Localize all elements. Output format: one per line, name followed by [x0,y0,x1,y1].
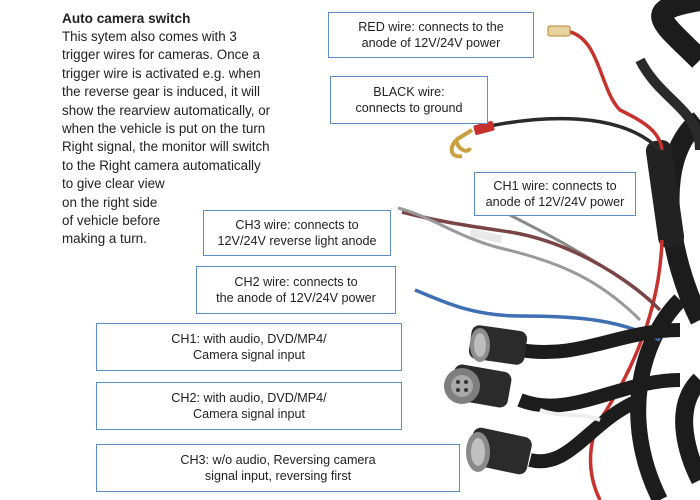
red-wire-terminal [547,25,571,37]
fork-terminal [449,128,474,159]
ch1-connector [468,325,528,365]
ch1-wire-callout: CH1 wire: connects to anode of 12V/24V p… [474,172,636,216]
main-cable [635,57,700,151]
red-wire-callout: RED wire: connects to the anode of 12V/2… [328,12,534,58]
ch3-wire-sleeve [469,228,503,244]
ch1-input-callout: CH1: with audio, DVD/MP4/ Camera signal … [96,323,402,371]
black-wire-callout: BLACK wire: connects to ground [330,76,488,124]
intro-line: of vehicle before [62,213,161,229]
main-cable [651,0,700,68]
intro-line: trigger wires for cameras. Once a [62,47,260,63]
red-wire [588,239,664,500]
fork-terminal-sleeve [473,121,495,135]
ch2-wire-callout: CH2 wire: connects to the anode of 12V/2… [196,266,396,314]
intro-text: Auto camera switch This sytem also comes… [62,10,312,249]
connector-cable [528,393,643,469]
intro-line: making a turn. [62,231,147,247]
intro-line: Right signal, the monitor will switch [62,139,270,155]
intro-line: on the right side [62,194,158,210]
main-cable [675,373,700,485]
red-wire [569,30,664,151]
fuse-holder [645,140,685,248]
ch3-wire [401,210,662,312]
ch2-input-callout: CH2: with audio, DVD/MP4/ Camera signal … [96,382,402,430]
ch3-connector [466,427,532,475]
ch3-input-callout: CH3: w/o audio, Reversing camera signal … [96,444,460,492]
intro-line: to give clear view [62,176,165,192]
intro-title: Auto camera switch [62,11,191,26]
black-wire [479,116,662,152]
ch3-wire [397,206,642,322]
connector-cable [518,323,681,360]
ch2-wire [414,288,661,342]
intro-line: trigger wire is activated e.g. when [62,65,261,81]
ch2-connector [444,364,512,408]
intro-line: when the vehicle is put on the turn [62,121,266,137]
intro-line: to the Right camera automatically [62,157,261,173]
connector-cable [517,373,681,413]
intro-line: This sytem also comes with 3 [62,29,237,44]
intro-line: the reverse gear is induced, it will [62,84,260,100]
ch3-wire-callout: CH3 wire: connects to 12V/24V reverse li… [203,210,391,256]
intro-line: show the rearview automatically, or [62,102,271,118]
connector-cable-white [539,408,601,422]
